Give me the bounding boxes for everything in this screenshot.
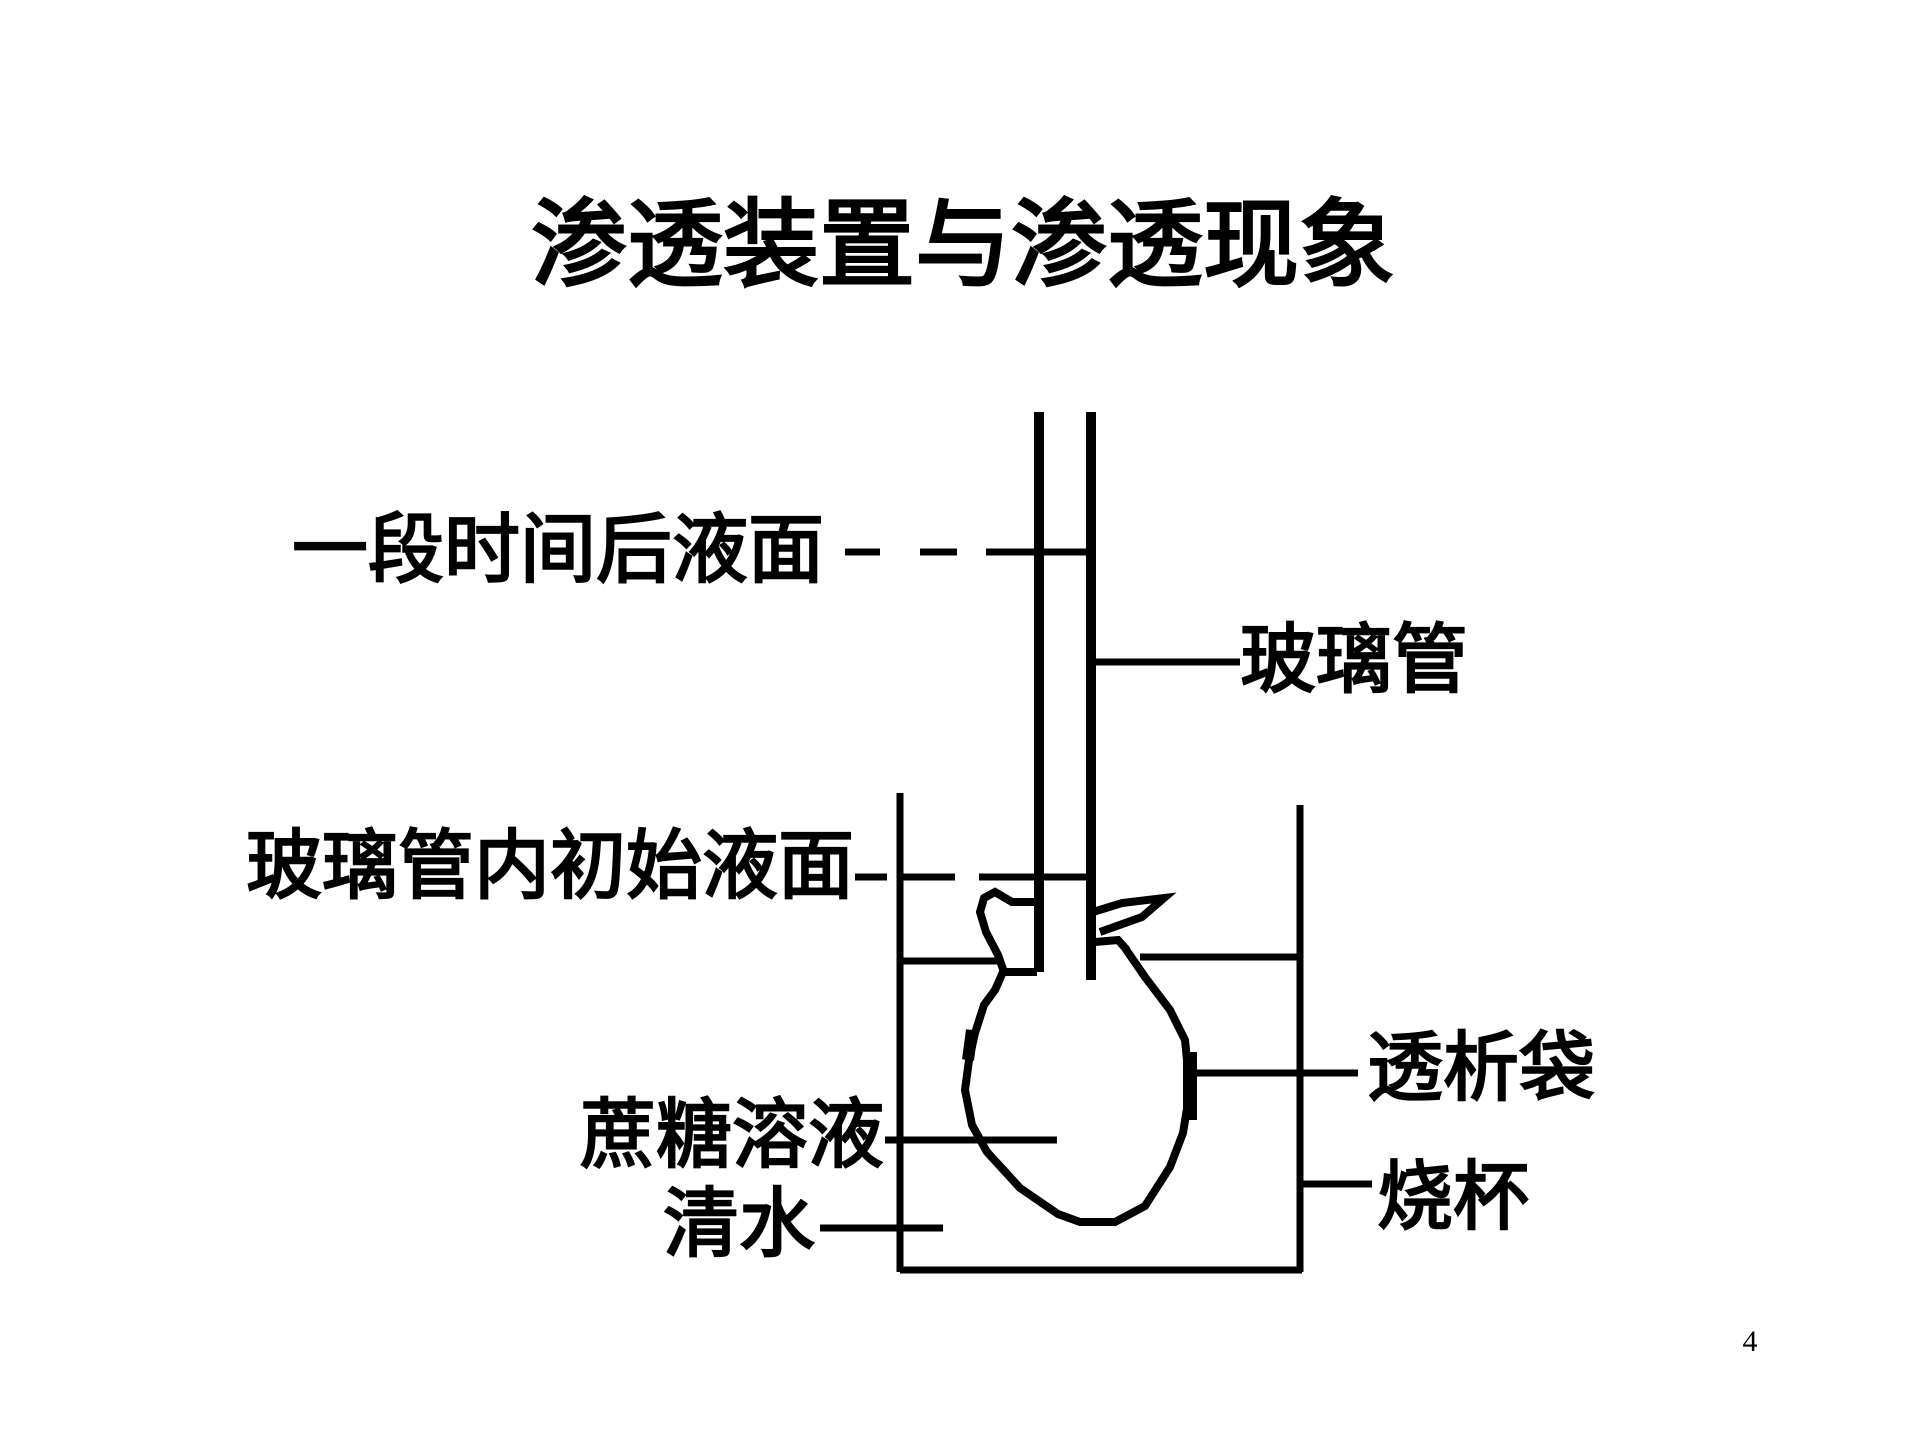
dialysis-bag-left-flap xyxy=(975,887,1037,976)
label-liquid-level-after-time: 一段时间后液面 xyxy=(292,505,824,594)
label-dialysis-bag: 透析袋 xyxy=(1367,1023,1595,1112)
page-number: 4 xyxy=(1742,1325,1758,1358)
label-glass-tube: 玻璃管 xyxy=(1240,615,1468,704)
label-sucrose-solution: 蔗糖溶液 xyxy=(580,1090,884,1179)
dialysis-bag-right-flap xyxy=(1091,892,1177,936)
label-beaker: 烧杯 xyxy=(1377,1152,1529,1241)
label-clear-water: 清水 xyxy=(663,1179,815,1268)
slide-title: 渗透装置与渗透现象 xyxy=(531,189,1395,301)
label-initial-level-in-tube: 玻璃管内初始液面 xyxy=(246,821,854,910)
beaker-water-level xyxy=(900,953,1300,965)
dialysis-bag-outline xyxy=(960,945,1195,1226)
dialysis-bag-right-neck xyxy=(1094,935,1130,953)
dialysis-bag-thick-edge-left xyxy=(962,1029,978,1061)
beaker-outline xyxy=(896,793,1304,1274)
